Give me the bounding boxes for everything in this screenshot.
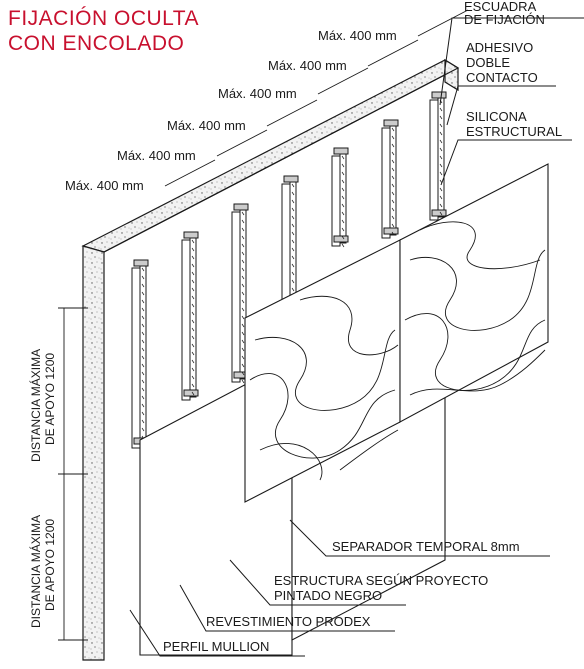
label-revestimiento: REVESTIMIENTO PRODEX	[206, 614, 371, 629]
spacing-label: Máx. 400 mm	[167, 118, 246, 133]
spacing-label: Máx. 400 mm	[218, 86, 297, 101]
callout-labels: ESCUADRA DE FIJACIÓN ADHESIVO DOBLE CONT…	[163, 0, 562, 654]
dimension-line	[266, 99, 318, 127]
lower-distance-label-2: DE APOYO 1200	[43, 519, 57, 611]
dimension-line	[317, 67, 369, 95]
dimension-line	[216, 129, 268, 157]
label-adhesivo-2: DOBLE	[466, 55, 510, 70]
spacing-dimensions: Máx. 400 mm Máx. 400 mm Máx. 400 mm Máx. 40…	[65, 9, 469, 193]
dimension-line	[164, 159, 216, 187]
diagram-title: FIJACIÓN OCULTA CON ENCOLADO	[8, 6, 199, 56]
label-estructura-2: PINTADO NEGRO	[274, 588, 382, 603]
spacing-label: Máx. 400 mm	[65, 178, 144, 193]
wall-inner-edge	[103, 67, 459, 253]
leader-separador	[289, 519, 550, 557]
leader-perfil	[129, 609, 305, 657]
leader-revestimiento	[179, 584, 395, 632]
label-escuadra-1: ESCUADRA	[464, 0, 537, 14]
title-line-1: FIJACIÓN OCULTA	[8, 7, 200, 30]
wall-side-face	[82, 245, 105, 661]
leader-estructura	[229, 559, 406, 606]
label-silicona-1: SILICONA	[466, 109, 527, 124]
mullion-profile	[381, 119, 399, 239]
leader-silicona	[440, 139, 572, 186]
callout-leaders	[129, 17, 584, 657]
upper-distance-label-2: DE APOYO 1200	[43, 353, 57, 445]
wood-panels	[244, 163, 549, 503]
concrete-wall	[81, 58, 460, 661]
mullion-profile	[429, 91, 447, 221]
spacing-label: Máx. 400 mm	[268, 58, 347, 73]
vertical-labels: DISTANCIA MÁXIMA DE APOYO 1200 DISTANCIA…	[28, 349, 57, 628]
mullion-profile	[131, 259, 149, 449]
wall-top-edge	[444, 58, 459, 92]
label-estructura-1: ESTRUCTURA SEGÚN PROYECTO	[274, 573, 488, 588]
label-separador: SEPARADOR TEMPORAL 8mm	[332, 539, 520, 554]
mullion-profile	[231, 203, 249, 384]
lower-distance-label-1: DISTANCIA MÁXIMA	[28, 515, 43, 628]
label-silicona-2: ESTRUCTURAL	[466, 124, 562, 139]
label-adhesivo-1: ADHESIVO	[466, 40, 533, 55]
spacing-label: Máx. 400 mm	[117, 148, 196, 163]
mullion-profile	[331, 147, 349, 248]
leader-adhesivo	[446, 85, 556, 126]
mullion-profile	[181, 231, 199, 401]
wood-panel-right	[399, 163, 549, 423]
label-perfil: PERFIL MULLION	[163, 639, 269, 654]
dimension-line	[367, 39, 419, 67]
support-distance-dimensions	[58, 307, 88, 641]
wood-grain	[249, 221, 546, 481]
mullion-profiles	[131, 91, 447, 449]
dimension-line	[417, 9, 469, 37]
spacing-label: Máx. 400 mm	[318, 28, 397, 43]
title-line-2: CON ENCOLADO	[8, 32, 185, 55]
upper-distance-label-1: DISTANCIA MÁXIMA	[28, 349, 43, 462]
label-adhesivo-3: CONTACTO	[466, 70, 538, 85]
leader-escuadra	[439, 17, 584, 106]
label-escuadra-2: DE FIJACIÓN	[464, 12, 545, 27]
